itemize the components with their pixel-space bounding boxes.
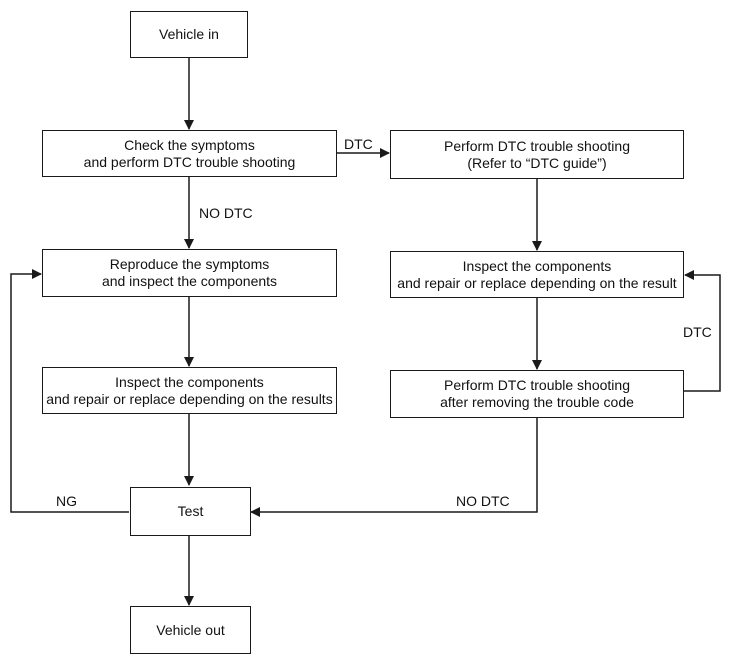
- test-box: Test: [130, 487, 251, 536]
- perform-dtc-line-1: Perform DTC trouble shooting: [444, 137, 630, 154]
- perform-after-line-1: Perform DTC trouble shooting: [444, 377, 630, 393]
- arrow-dtc-loop: [684, 270, 721, 392]
- inspect-left-box: Inspect the components and repair or rep…: [42, 367, 337, 414]
- perform-after-line-2: after removing the trouble code: [440, 394, 634, 410]
- edge-label-no-dtc-bottom: NO DTC: [456, 493, 510, 509]
- inspect-left-line-2: and repair or replace depending on the r…: [46, 390, 333, 407]
- vehicle-out-label: Vehicle out: [156, 621, 225, 638]
- edge-label-ng: NG: [56, 493, 77, 509]
- inspect-right-line-1: Inspect the components: [462, 257, 612, 274]
- test-label: Test: [177, 503, 204, 519]
- reproduce-line-2: and inspect the components: [101, 273, 278, 289]
- edge-label-dtc-right: DTC: [683, 324, 712, 340]
- vehicle-out-box: Vehicle out: [130, 606, 251, 654]
- vehicle-in-label: Vehicle in: [159, 26, 219, 42]
- check-symptoms-line-1: Check the symptoms: [124, 136, 255, 153]
- edge-label-no-dtc-left: NO DTC: [199, 205, 253, 221]
- inspect-right-line-2: and repair or replace depending on the r…: [397, 274, 677, 291]
- reproduce-box: Reproduce the symptoms and inspect the c…: [42, 249, 337, 297]
- inspect-right-box: Inspect the components and repair or rep…: [390, 251, 684, 298]
- check-symptoms-box: Check the symptoms and perform DTC troub…: [42, 130, 337, 177]
- perform-after-box: Perform DTC trouble shooting after remov…: [390, 370, 684, 418]
- perform-dtc-box: Perform DTC trouble shooting (Refer to “…: [390, 130, 684, 179]
- edge-label-dtc-top: DTC: [344, 136, 373, 152]
- check-symptoms-line-2: and perform DTC trouble shooting: [83, 153, 296, 170]
- inspect-left-line-1: Inspect the components: [115, 373, 264, 390]
- arrow-perform-after-to-test: [250, 418, 538, 517]
- arrow-ng-loop: [10, 269, 129, 513]
- vehicle-in-box: Vehicle in: [130, 11, 248, 58]
- perform-dtc-line-2: (Refer to “DTC guide”): [467, 154, 607, 171]
- reproduce-line-1: Reproduce the symptoms: [109, 256, 270, 272]
